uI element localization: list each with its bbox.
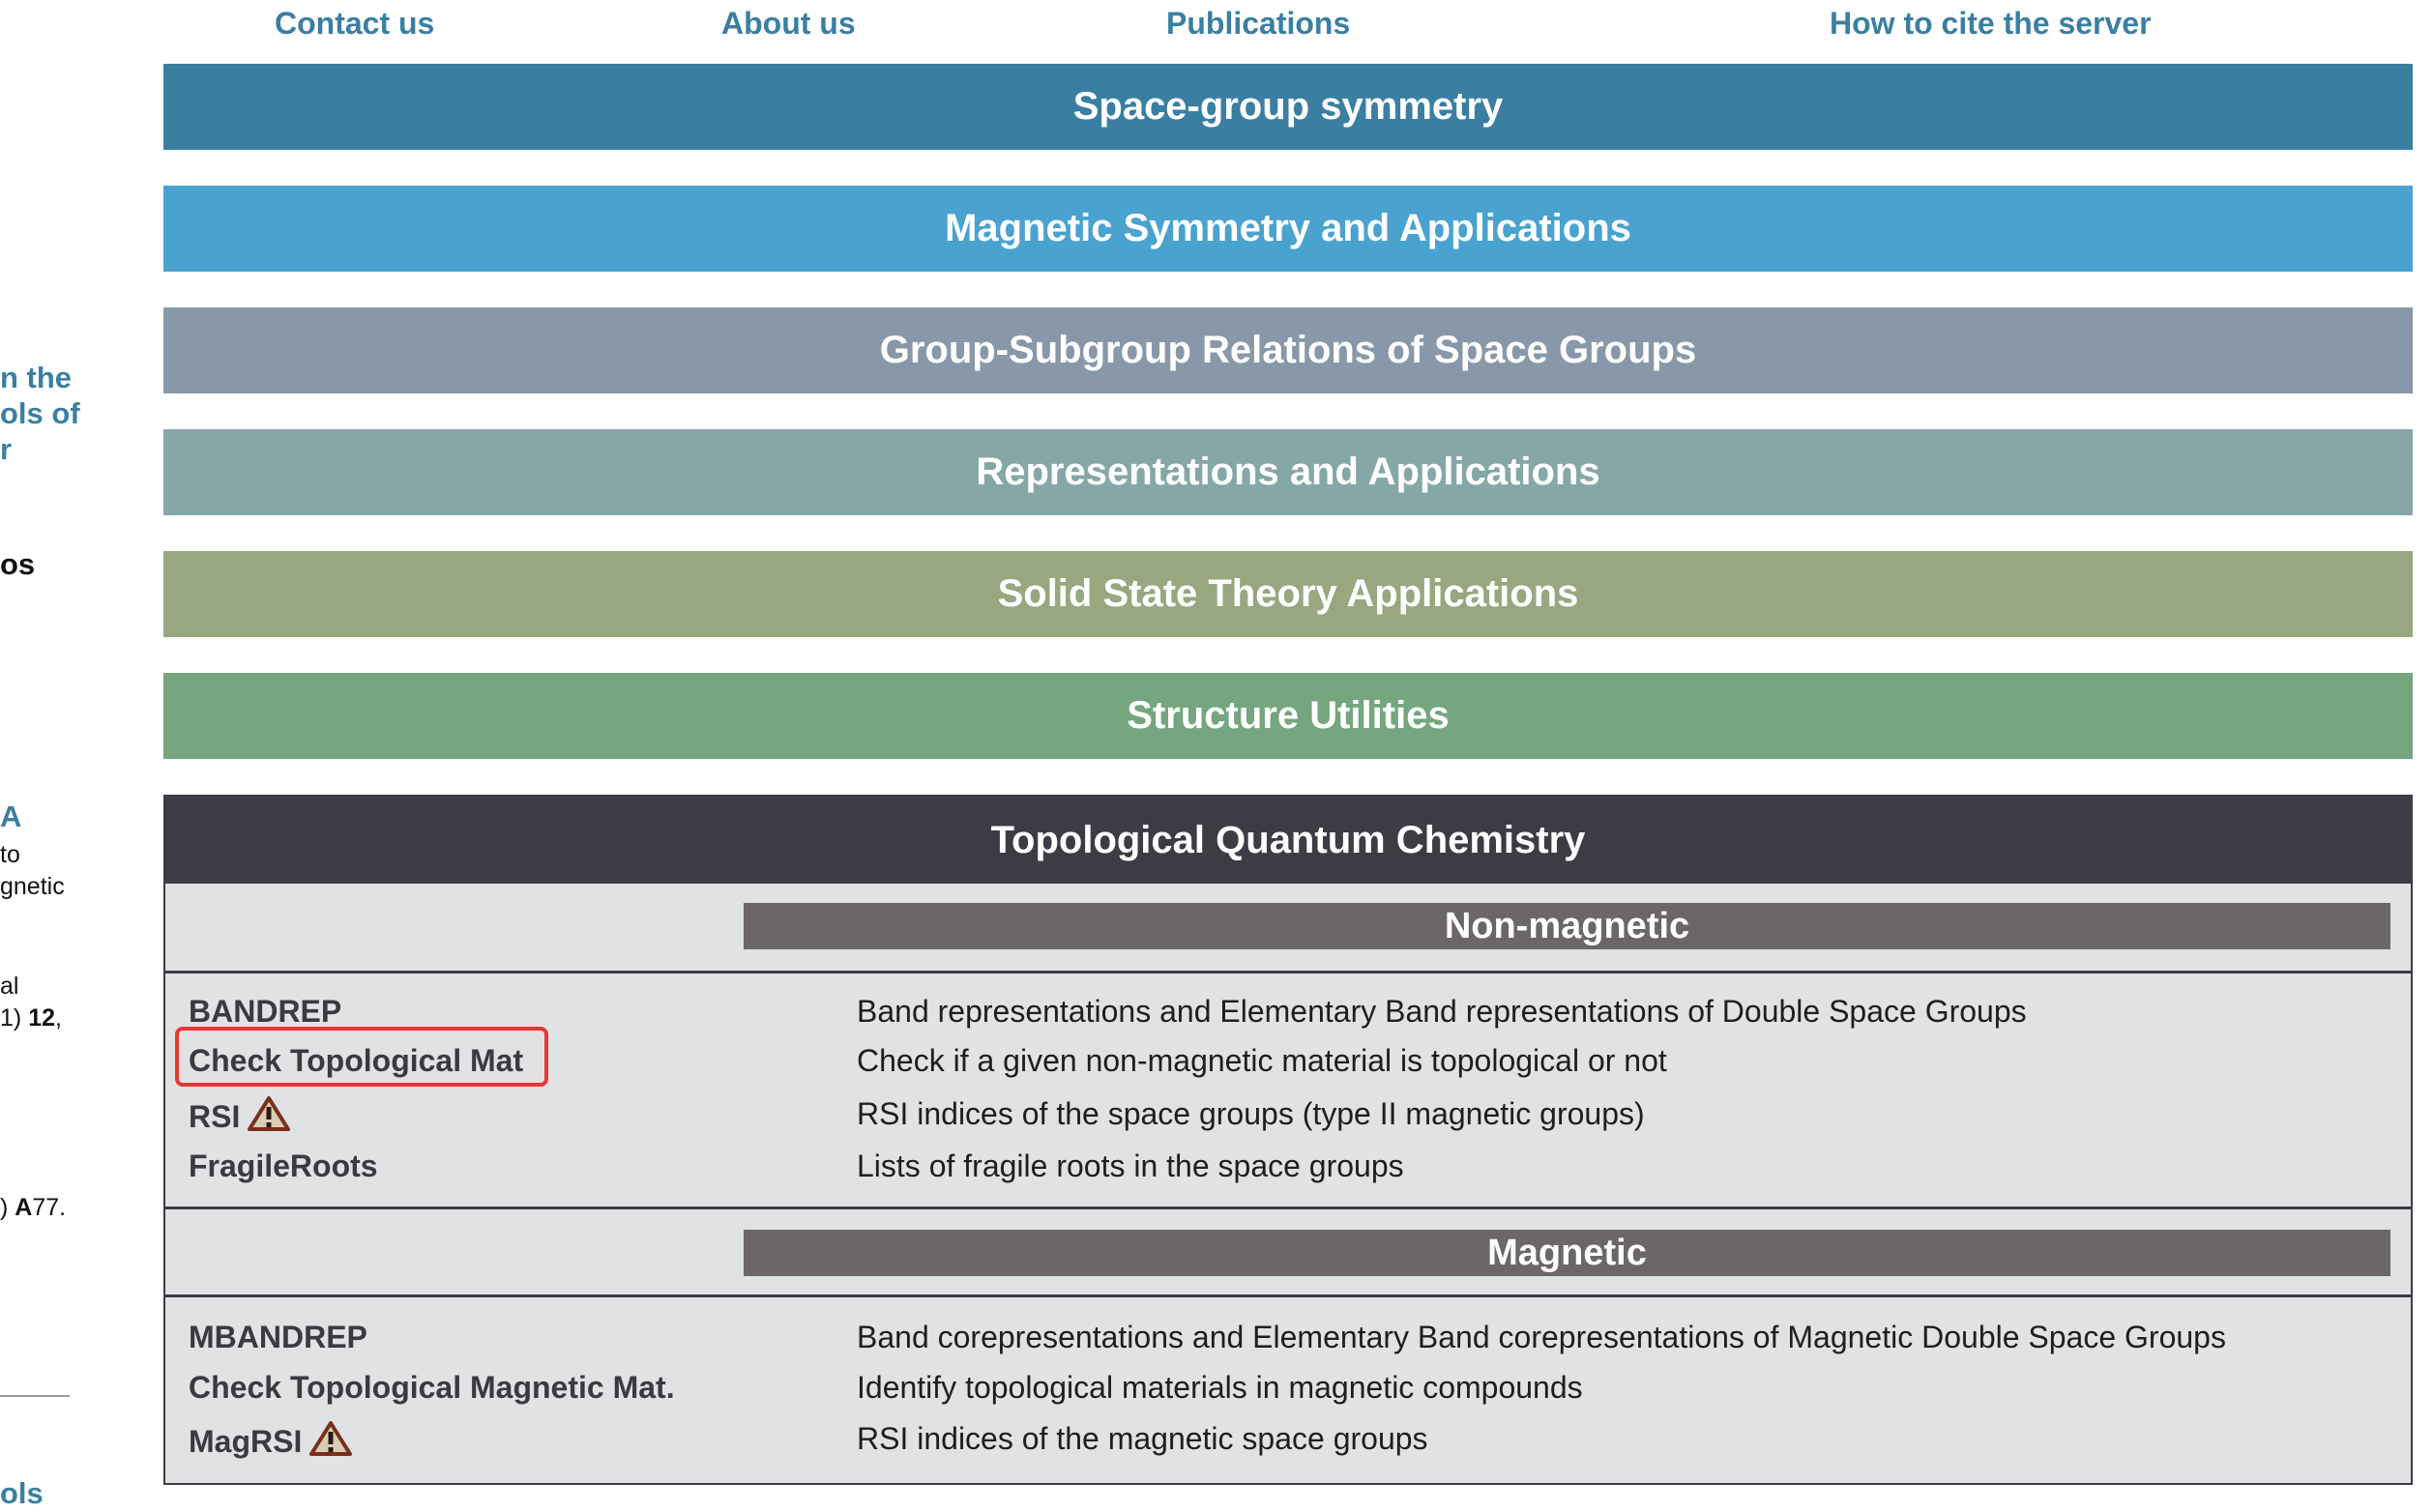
tool-check-topological-mat-description: Check if a given non-magnetic material i… [857, 1043, 1667, 1078]
category-group-subgroup-relations[interactable]: Group-Subgroup Relations of Space Groups [163, 307, 2413, 393]
tqc-title[interactable]: Topological Quantum Chemistry [165, 797, 2411, 884]
tool-bandrep-link[interactable]: BANDREP [189, 994, 342, 1029]
category-magnetic-symmetry[interactable]: Magnetic Symmetry and Applications [163, 186, 2413, 272]
magnetic-heading: Magnetic [744, 1230, 2390, 1276]
sidebar-text-line-3: al [0, 973, 19, 1000]
section-divider [165, 971, 2411, 974]
tool-mbandrep-description: Band corepresentations and Elementary Ba… [857, 1320, 2226, 1354]
tool-check-topological-mat-link[interactable]: Check Topological Mat [189, 1043, 524, 1078]
tool-check-topological-magnetic-mat-link[interactable]: Check Topological Magnetic Mat. [189, 1370, 675, 1405]
tool-rsi-description: RSI indices of the space groups (type II… [857, 1096, 1645, 1131]
sidebar-text-line-5: ) A77. [0, 1194, 67, 1221]
sidebar-heading-line-2[interactable]: ols of [0, 396, 80, 430]
category-structure-utilities[interactable]: Structure Utilities [163, 673, 2413, 759]
sidebar-divider [0, 1395, 70, 1397]
sidebar-text-line-1: to [0, 841, 20, 868]
tool-check-topological-magnetic-mat-description: Identify topological materials in magnet… [857, 1370, 1583, 1405]
category-space-group-symmetry[interactable]: Space-group symmetry [163, 64, 2413, 150]
tool-magrsi-link[interactable]: MagRSI [189, 1424, 303, 1459]
sidebar-bold-text: os [0, 547, 36, 581]
category-solid-state-theory[interactable]: Solid State Theory Applications [163, 551, 2413, 637]
section-divider [165, 1294, 2411, 1297]
tool-magrsi-description: RSI indices of the magnetic space groups [857, 1421, 1428, 1456]
sidebar-link-fragment[interactable]: A [0, 800, 22, 833]
nonmagnetic-heading: Non-magnetic [744, 903, 2390, 949]
warning-icon [309, 1421, 353, 1464]
nav-cite-link[interactable]: How to cite the server [1830, 6, 2152, 41]
category-representations[interactable]: Representations and Applications [163, 429, 2413, 515]
tool-mbandrep-link[interactable]: MBANDREP [189, 1320, 367, 1354]
section-divider [165, 1207, 2411, 1209]
sidebar-text-line-4: 1) 12, [0, 1004, 62, 1032]
tqc-panel: Topological Quantum Chemistry Non-magnet… [163, 795, 2413, 1485]
tool-bandrep-description: Band representations and Elementary Band… [857, 994, 2027, 1029]
sidebar-bottom-link[interactable]: ols [0, 1476, 44, 1510]
tool-rsi[interactable]: RSI [189, 1096, 291, 1139]
sidebar-heading-line-3[interactable]: r [0, 432, 13, 466]
tool-rsi-link[interactable]: RSI [189, 1099, 241, 1134]
sidebar-text-line-2: gnetic [0, 873, 65, 900]
tool-magrsi[interactable]: MagRSI [189, 1421, 353, 1464]
nav-about-link[interactable]: About us [721, 6, 856, 41]
sidebar-heading-line-1[interactable]: n the [0, 361, 73, 394]
nav-publications-link[interactable]: Publications [1166, 6, 1351, 41]
highlight-box [175, 1027, 548, 1087]
tool-fragileroots-link[interactable]: FragileRoots [189, 1149, 378, 1183]
nav-contact-link[interactable]: Contact us [275, 6, 435, 41]
tool-fragileroots-description: Lists of fragile roots in the space grou… [857, 1149, 1404, 1183]
warning-icon [248, 1096, 291, 1139]
